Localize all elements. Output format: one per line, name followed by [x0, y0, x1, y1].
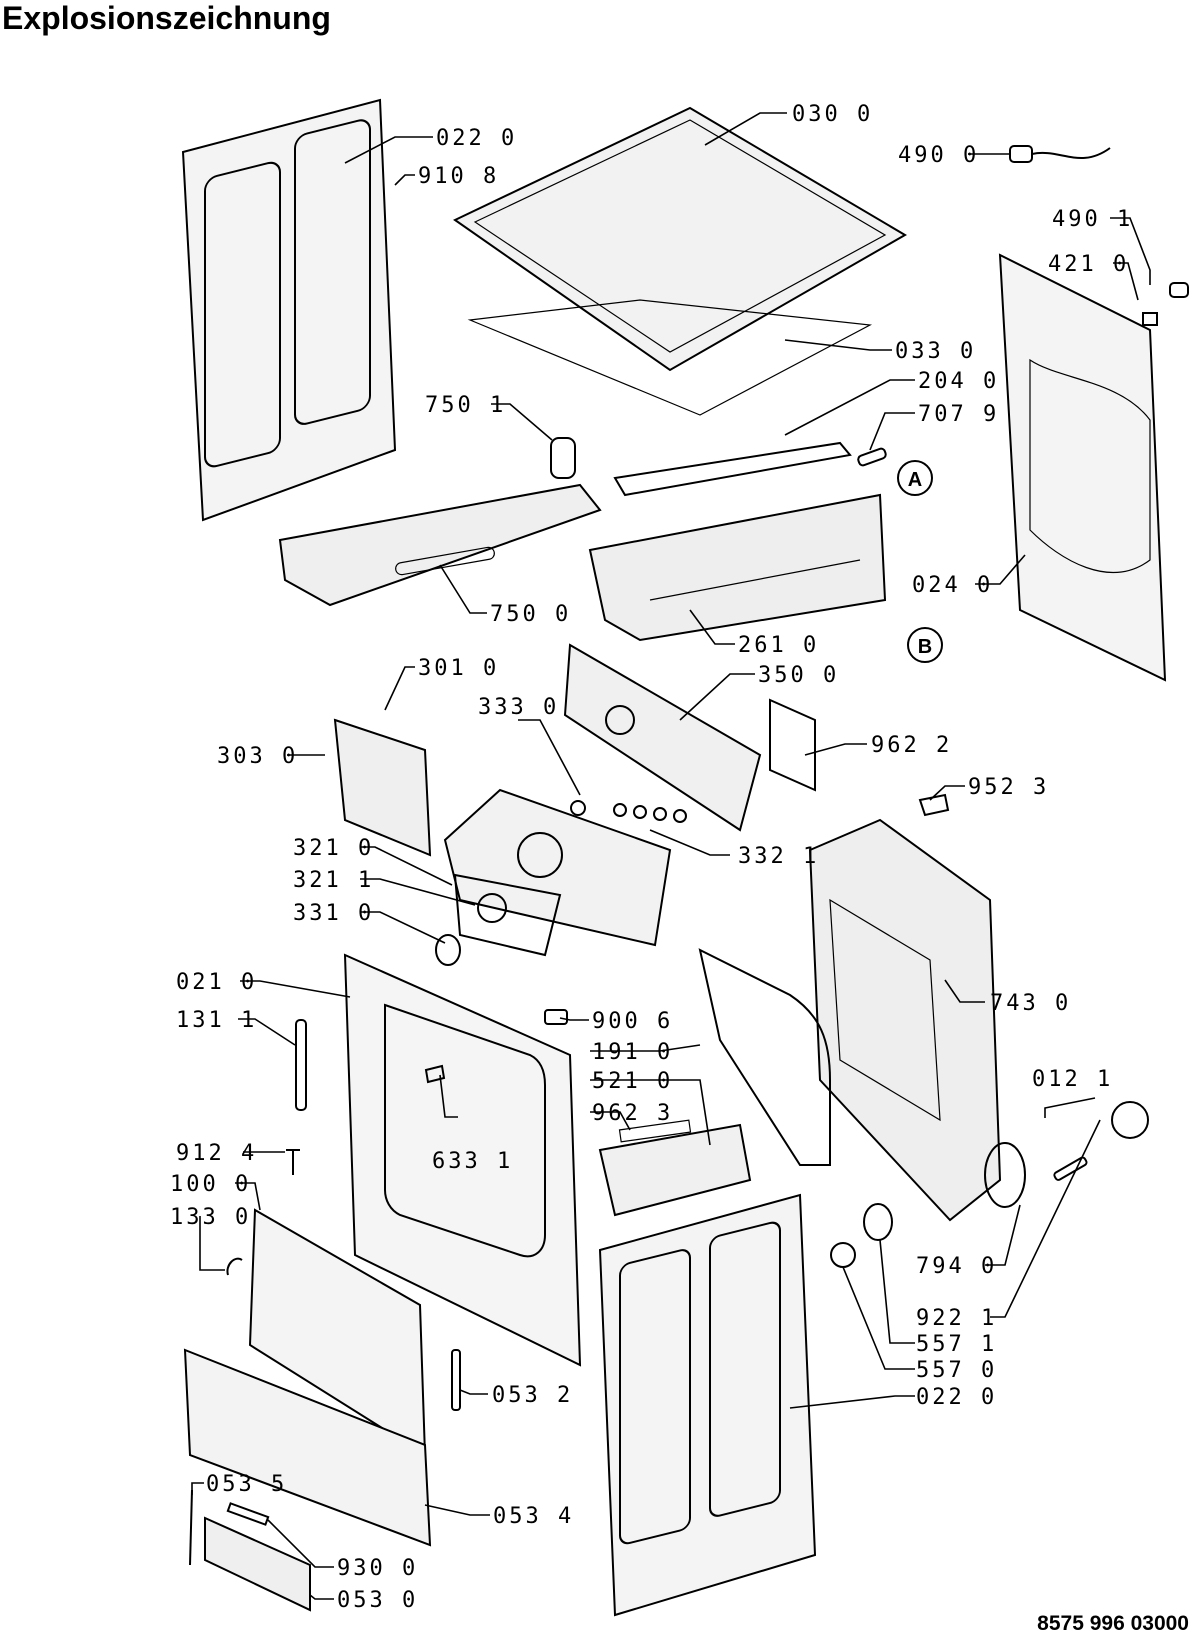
drum-rear-assembly	[808, 818, 1002, 1222]
callout-label-100: 100 0	[170, 1172, 251, 1197]
callout-label-962-2: 962 2	[871, 733, 952, 758]
belt-794	[984, 1142, 1026, 1208]
callout-label-900: 900 6	[592, 1009, 673, 1034]
side-panel-right	[598, 1193, 817, 1617]
page-title: Explosionszeichnung	[2, 0, 331, 36]
hinge-131	[295, 1019, 307, 1111]
knobs	[570, 800, 687, 823]
bearing-557-0	[830, 1242, 856, 1268]
knob-plate	[453, 873, 562, 957]
leg-053-2	[451, 1349, 461, 1411]
callout-label-490-1: 490 1	[1052, 207, 1133, 232]
callout-label-421: 421 0	[1048, 252, 1129, 277]
callout-label-930: 930 0	[337, 1556, 418, 1581]
power-cord	[1009, 145, 1111, 163]
marker-a: A	[897, 460, 933, 496]
handle-133	[226, 1257, 243, 1276]
back-panel	[998, 253, 1167, 682]
callout-label-301: 301 0	[418, 656, 499, 681]
callout-label-557-0: 557 0	[916, 1358, 997, 1383]
callout-label-794: 794 0	[916, 1254, 997, 1279]
seal-strip-204	[613, 441, 852, 497]
document-number: 8575 996 03000	[1037, 1612, 1189, 1635]
callout-label-131: 131 1	[176, 1008, 257, 1033]
callout-label-012: 012 1	[1032, 1067, 1113, 1092]
control-panel	[443, 788, 672, 947]
control-pcb	[563, 643, 762, 832]
callout-label-321-0: 321 0	[293, 836, 374, 861]
condenser-duct	[588, 493, 887, 642]
dispenser-housing	[278, 483, 602, 607]
callout-label-303: 303 0	[217, 744, 298, 769]
door-seal	[698, 948, 831, 1166]
callout-label-743: 743 0	[990, 991, 1071, 1016]
top-cover	[453, 106, 907, 416]
front-panel	[343, 953, 582, 1367]
callout-label-912: 912 4	[176, 1141, 257, 1166]
ring-331	[435, 934, 461, 966]
small-part-490-1	[1142, 282, 1189, 326]
callout-label-053-2: 053 2	[492, 1383, 573, 1408]
callout-label-204: 204 0	[918, 369, 999, 394]
callout-label-557-1: 557 1	[916, 1332, 997, 1357]
callout-label-952: 952 3	[968, 775, 1049, 800]
callout-label-521: 521 0	[592, 1069, 673, 1094]
marker-b: B	[907, 627, 943, 663]
part-930	[226, 1502, 270, 1526]
fan-wheel	[1111, 1101, 1149, 1139]
callout-label-053-5: 053 5	[206, 1472, 287, 1497]
label-962-2	[769, 698, 816, 792]
callout-label-022-bottom: 022 0	[916, 1385, 997, 1410]
kick-plate	[183, 1348, 432, 1547]
sensor-707	[857, 447, 887, 467]
callout-label-922: 922 1	[916, 1306, 997, 1331]
screw-633	[424, 1064, 446, 1084]
callout-label-332: 332 1	[738, 844, 819, 869]
electronic-module	[598, 1119, 752, 1217]
side-panel-left	[181, 98, 397, 522]
callout-label-331: 331 0	[293, 901, 374, 926]
callout-label-750-0: 750 0	[490, 602, 571, 627]
detergent-drawer	[333, 718, 432, 857]
callout-label-053-4: 053 4	[493, 1504, 574, 1529]
screw-912	[286, 1149, 300, 1175]
callout-label-910: 910 8	[418, 164, 499, 189]
svg-text:A: A	[908, 469, 922, 491]
callout-label-133: 133 0	[170, 1205, 251, 1230]
callout-label-490-0: 490 0	[898, 143, 979, 168]
callout-label-350: 350 0	[758, 663, 839, 688]
callout-label-030: 030 0	[792, 102, 873, 127]
grille-053-0	[204, 1516, 311, 1612]
callout-label-053-0: 053 0	[337, 1588, 418, 1613]
callout-label-022-top: 022 0	[436, 126, 517, 151]
ring-557-1	[863, 1203, 893, 1241]
callout-label-750-1: 750 1	[425, 393, 506, 418]
callout-label-261: 261 0	[738, 633, 819, 658]
callout-label-321-1: 321 1	[293, 868, 374, 893]
callout-label-033: 033 0	[895, 339, 976, 364]
knob-321	[477, 893, 507, 923]
leader-lines	[191, 112, 1151, 1600]
callout-label-021: 021 0	[176, 970, 257, 995]
part-952	[918, 793, 950, 817]
callout-label-707: 707 9	[918, 402, 999, 427]
shaft-012	[1053, 1156, 1088, 1181]
callout-labels: 022 0 910 8 030 0 490 0 490 1 421 0 033 0 204 0…	[170, 102, 1133, 1613]
callout-label-024: 024 0	[912, 573, 993, 598]
callout-label-191: 191 0	[592, 1040, 673, 1065]
callout-label-633: 633 1	[432, 1149, 513, 1174]
tube-750-1	[550, 437, 576, 479]
clip-900	[544, 1009, 568, 1025]
svg-text:B: B	[918, 636, 932, 658]
strip-053-5	[189, 1489, 193, 1566]
callout-label-333: 333 0	[478, 695, 559, 720]
callout-label-962-3: 962 3	[592, 1101, 673, 1126]
